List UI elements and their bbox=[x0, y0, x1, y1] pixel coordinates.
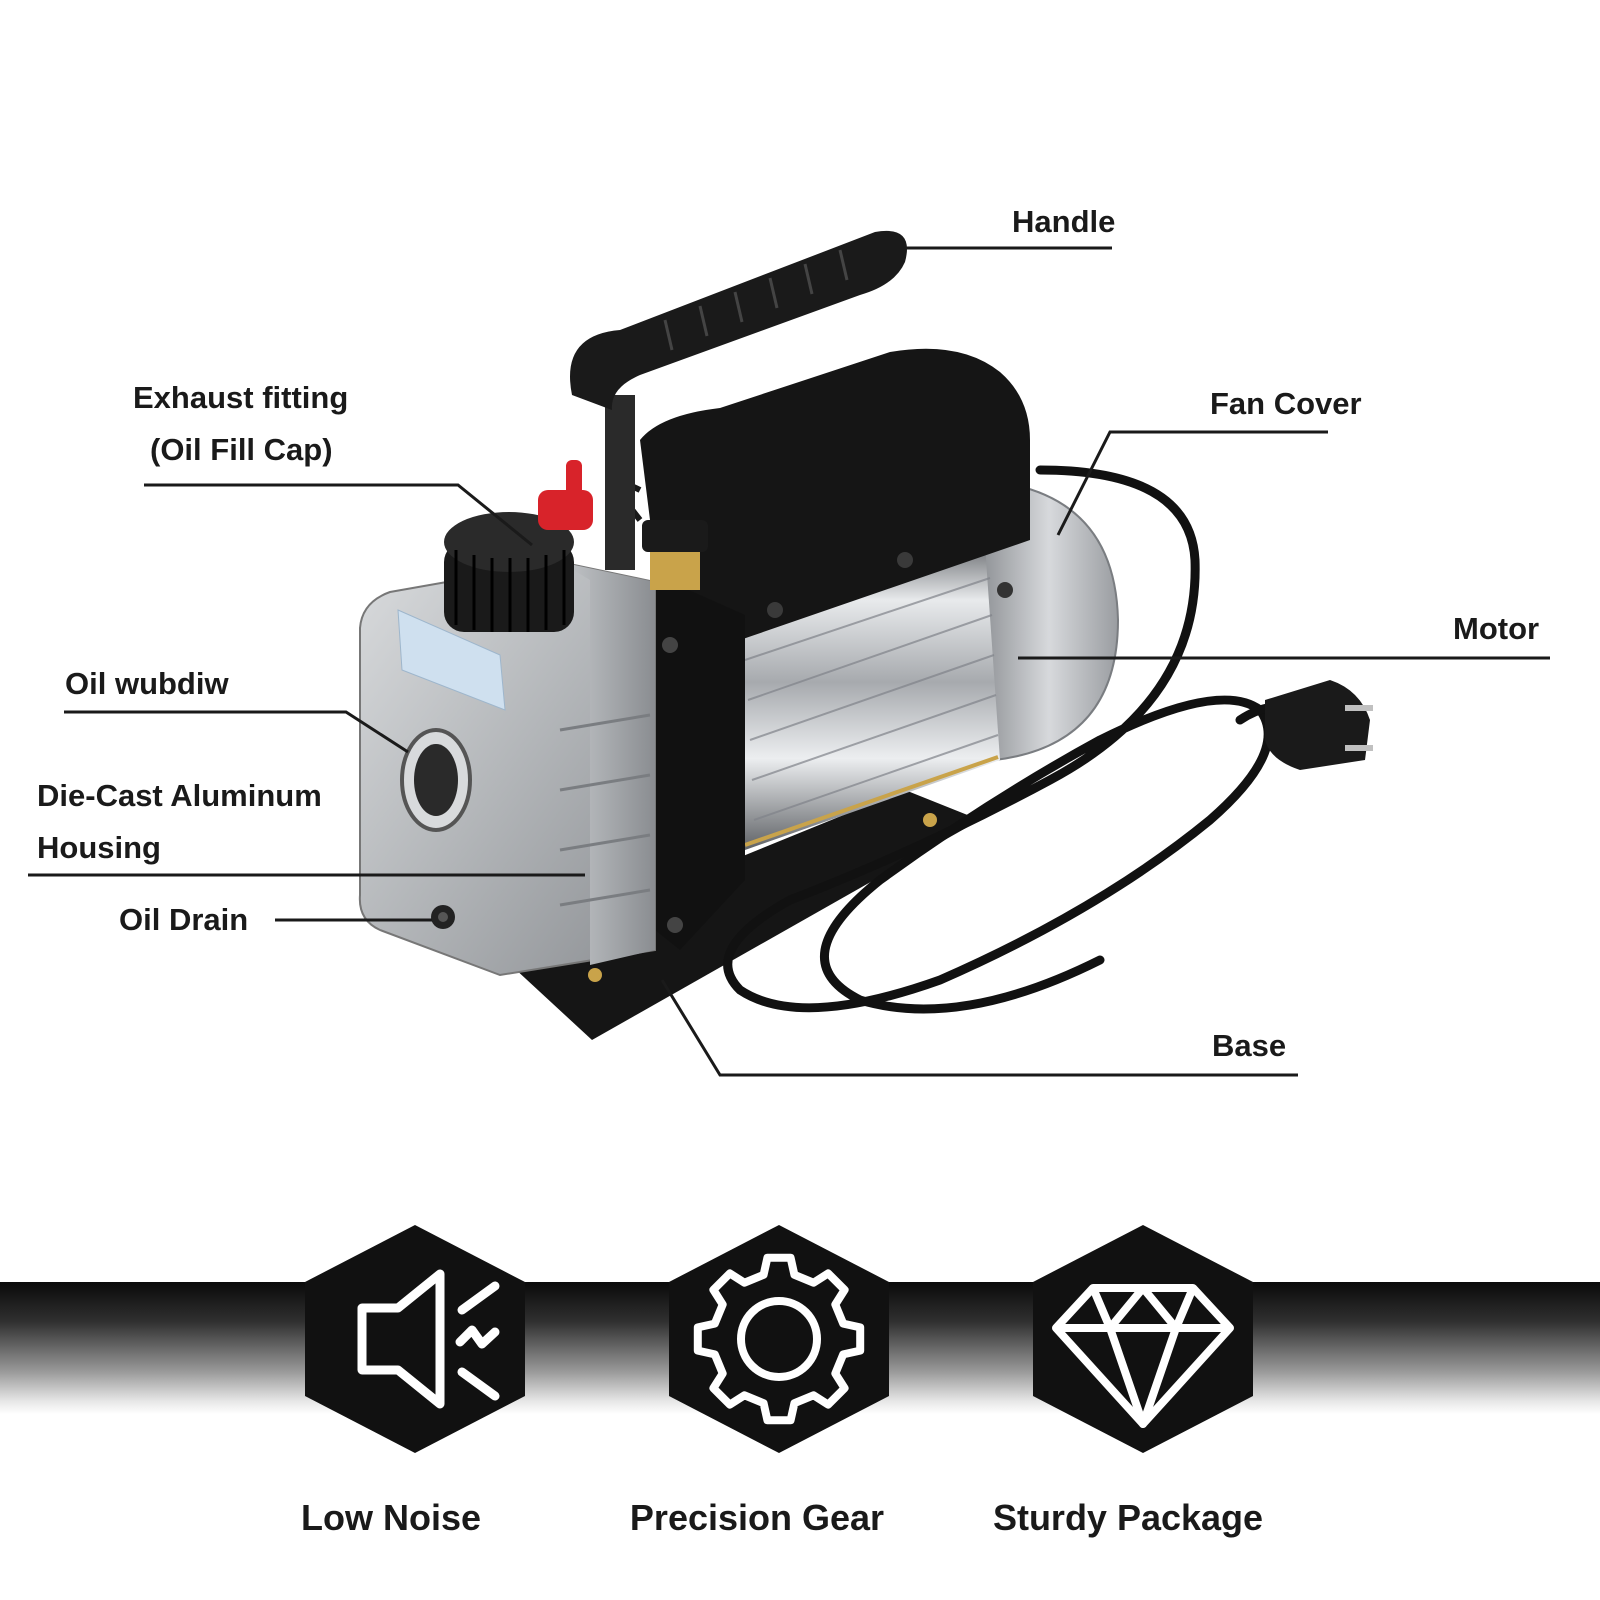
red-valve bbox=[538, 460, 593, 530]
vacuum-pump-illustration bbox=[28, 230, 1550, 1077]
power-plug bbox=[1265, 680, 1373, 770]
motor-cylinder bbox=[730, 545, 1013, 850]
pump-housing bbox=[358, 560, 656, 977]
gear-icon bbox=[693, 1253, 865, 1425]
speaker-mute-icon bbox=[357, 1269, 500, 1409]
callout-motor: Motor bbox=[1453, 611, 1540, 646]
feature-hexagon-sturdy-package bbox=[1033, 1225, 1253, 1453]
feature-hexagon-low-noise bbox=[305, 1225, 525, 1453]
callout-lines bbox=[28, 246, 1550, 1077]
diamond-icon bbox=[1052, 1284, 1234, 1428]
callout-housing-line2: Housing bbox=[37, 830, 161, 865]
feature-icons bbox=[305, 1225, 1253, 1453]
callout-base: Base bbox=[1212, 1028, 1287, 1063]
handle bbox=[570, 230, 907, 570]
callout-fan-cover: Fan Cover bbox=[1210, 386, 1362, 421]
flange-plate bbox=[655, 575, 745, 950]
callout-exhaust-line2: (Oil Fill Cap) bbox=[150, 432, 333, 467]
callout-housing-line1: Die-Cast Aluminum bbox=[37, 778, 322, 813]
feature-label-low-noise: Low Noise bbox=[300, 1497, 482, 1538]
callout-exhaust-line1: Exhaust fitting bbox=[133, 380, 349, 415]
base-plate bbox=[500, 790, 980, 1040]
fan-cover bbox=[978, 478, 1120, 762]
callout-handle: Handle bbox=[1012, 204, 1116, 239]
feature-label-precision-gear: Precision Gear bbox=[629, 1497, 885, 1538]
feature-label-sturdy-package: Sturdy Package bbox=[992, 1497, 1264, 1538]
callout-oil-drain: Oil Drain bbox=[119, 902, 249, 937]
callout-oil-window: Oil wubdiw bbox=[65, 666, 229, 701]
feature-hexagon-precision-gear bbox=[669, 1225, 889, 1453]
